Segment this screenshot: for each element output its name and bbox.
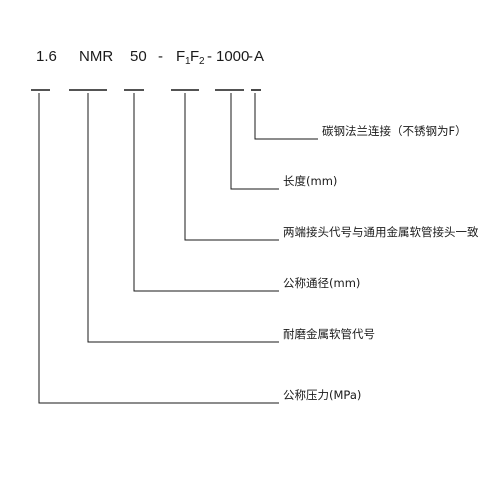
code-type: NMR <box>79 48 113 65</box>
code-dash-3: - <box>248 48 253 65</box>
code-length: 1000 <box>216 48 249 65</box>
leader-material <box>254 93 318 140</box>
leader-lines <box>38 93 318 404</box>
desc-material: 碳钢法兰连接（不锈钢为F） <box>322 124 467 138</box>
code-end-b-subscript: 2 <box>199 56 205 67</box>
desc-diameter: 公称通径(mm) <box>283 276 360 290</box>
code-dash-1: - <box>158 48 163 65</box>
leader-diameter <box>133 93 279 292</box>
leader-pressure <box>38 93 279 404</box>
descriptions: 碳钢法兰连接（不锈钢为F） 长度(mm) 两端接头代号与通用金属软管接头一致 公… <box>283 124 479 402</box>
leader-end-codes <box>184 93 279 241</box>
desc-end-codes: 两端接头代号与通用金属软管接头一致 <box>283 225 479 239</box>
leader-length <box>230 93 279 190</box>
code-pressure: 1.6 <box>36 48 57 65</box>
desc-type: 耐磨金属软管代号 <box>283 327 375 341</box>
code-diameter: 50 <box>130 48 147 65</box>
leader-type <box>87 93 279 343</box>
code-end-a: F <box>176 48 185 65</box>
model-code-row: 1.6 NMR 50 - F 1 F 2 - 1000 - A <box>36 48 264 67</box>
code-dash-2: - <box>207 48 212 65</box>
desc-length: 长度(mm) <box>283 174 337 188</box>
code-material: A <box>254 48 264 65</box>
code-end-a-subscript: 1 <box>185 56 191 67</box>
desc-pressure: 公称压力(MPa) <box>283 388 361 402</box>
code-end-b: F <box>190 48 199 65</box>
